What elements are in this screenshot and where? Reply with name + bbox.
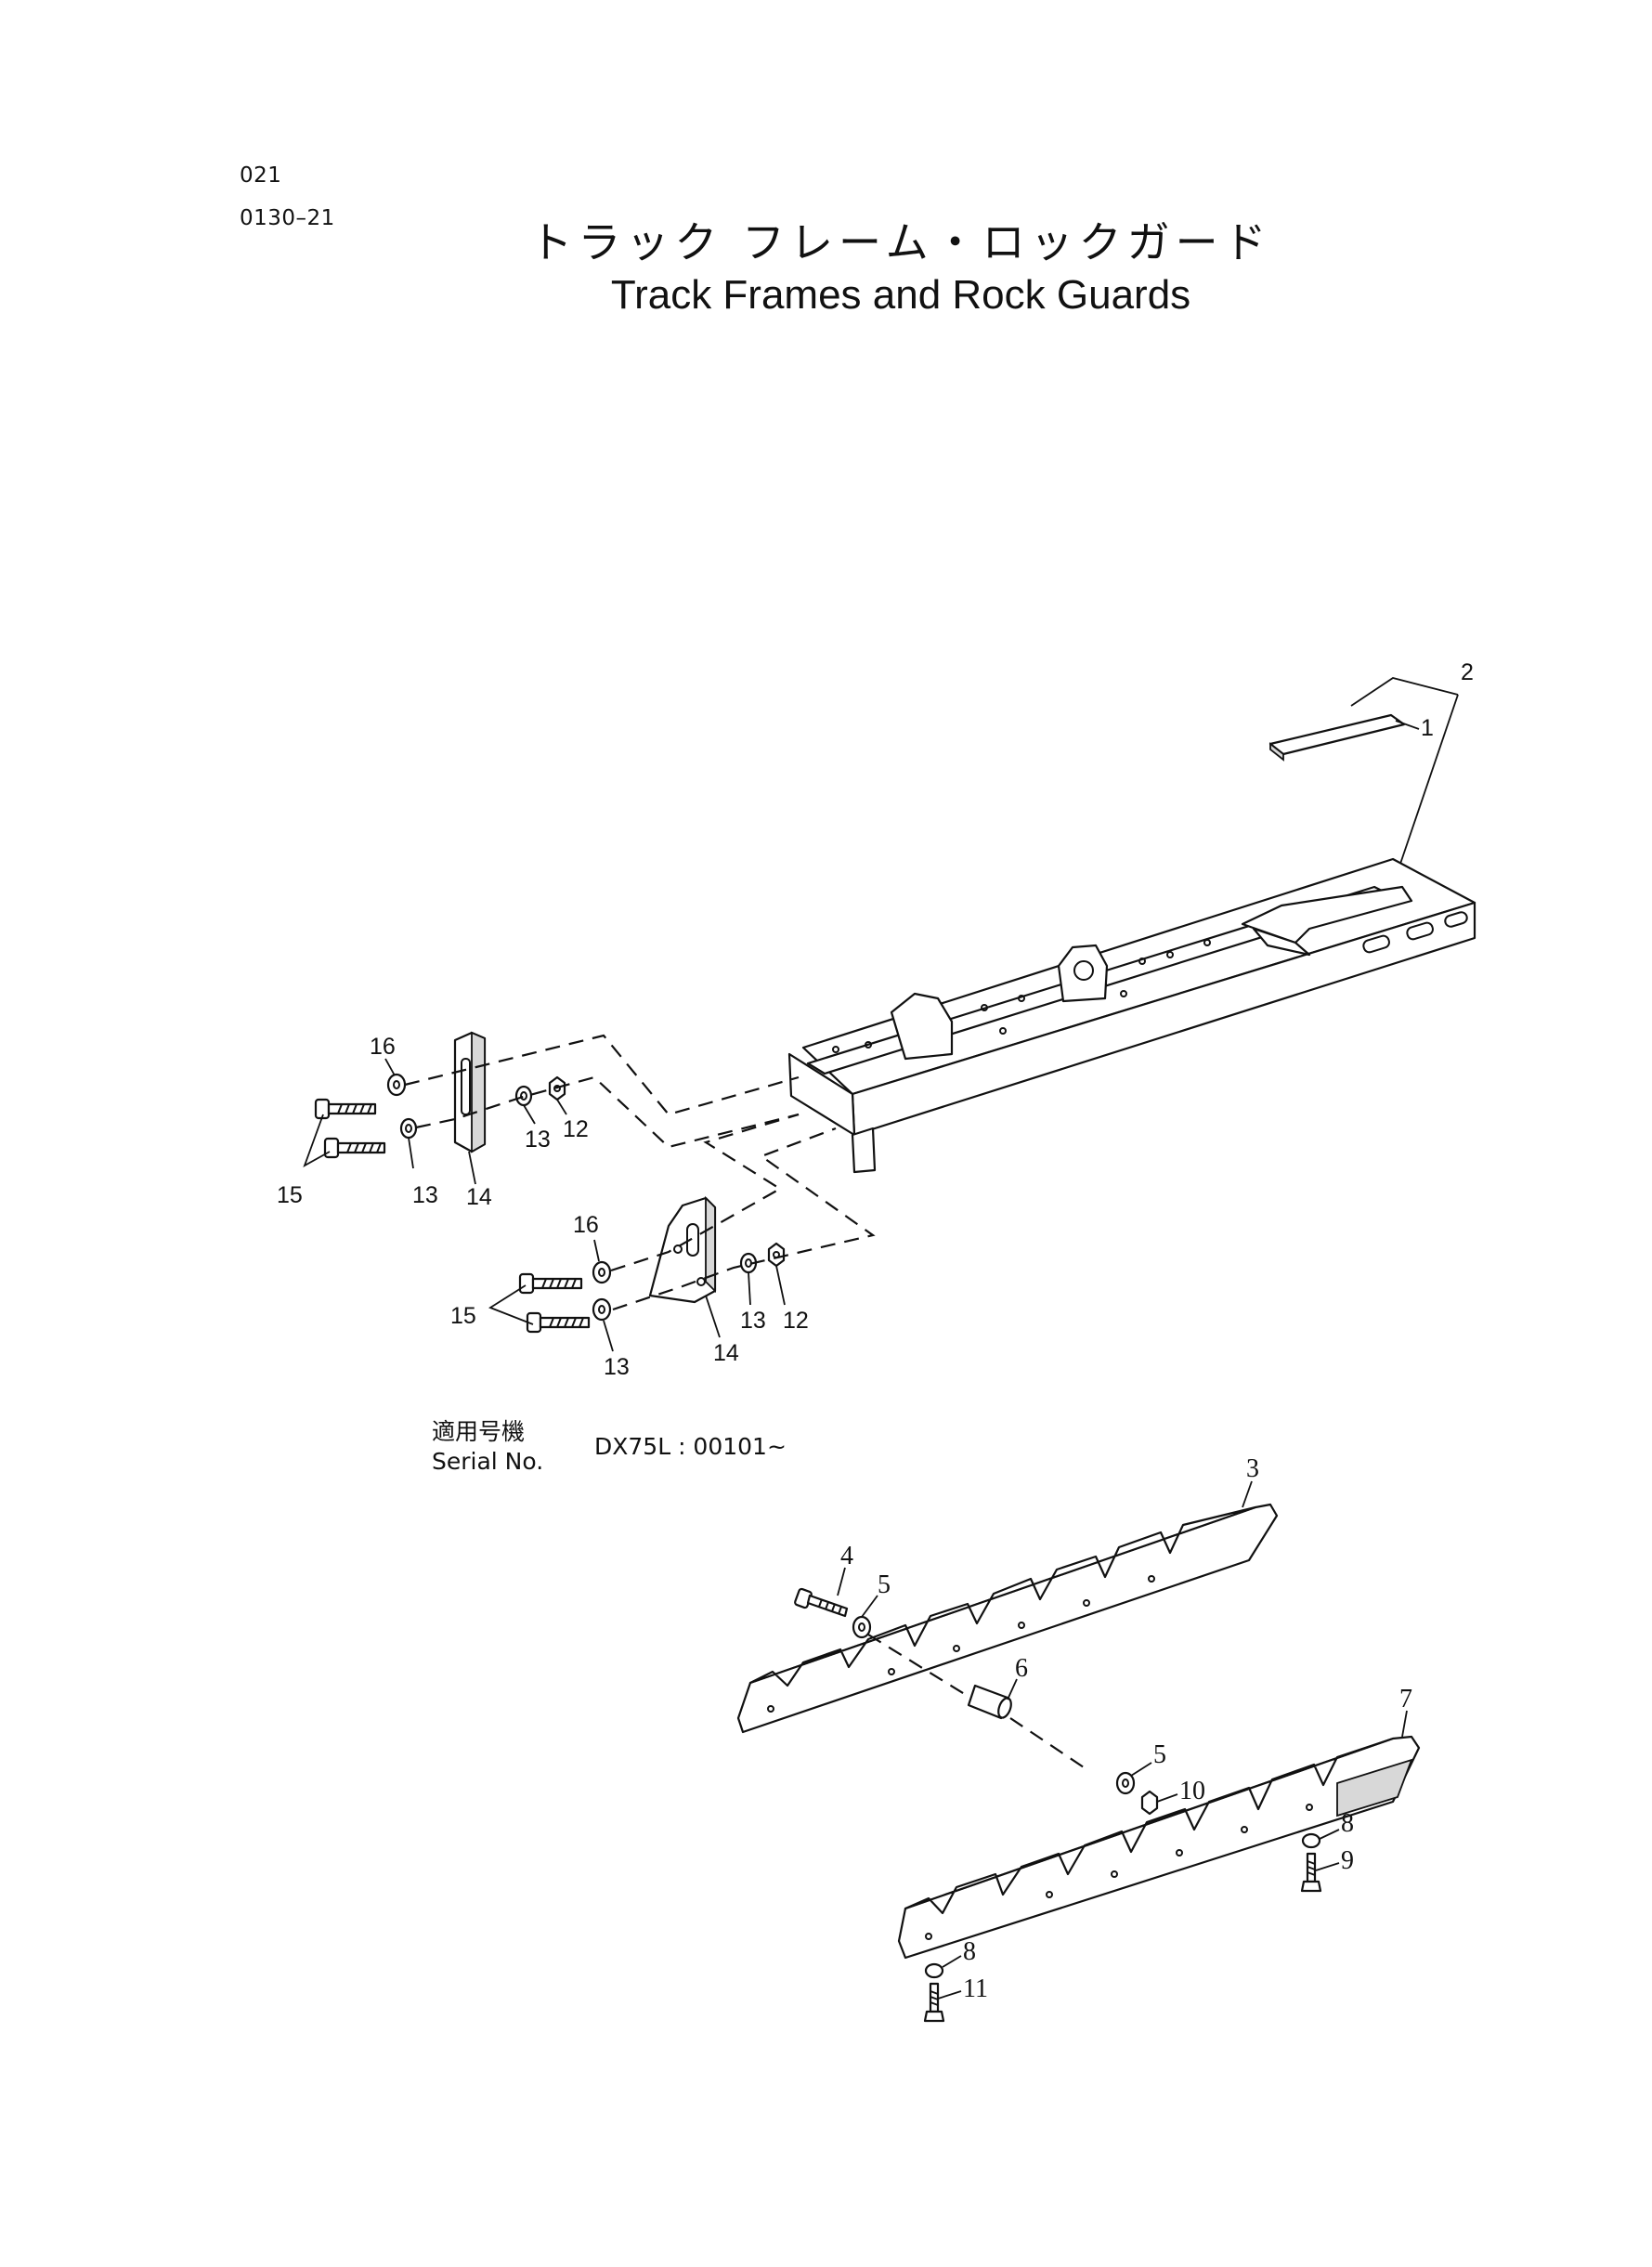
frame-slot-3 (1444, 911, 1468, 928)
callout-5-lower: 5 (1153, 1740, 1166, 1769)
track-frame-assembly (787, 677, 1476, 1174)
callout-8-right: 8 (1341, 1809, 1354, 1838)
callout-11: 11 (963, 1974, 988, 2003)
part-14-slot-upper (461, 1058, 471, 1115)
part-13-washer-upper-b (514, 1085, 533, 1107)
part-11-bolt (923, 1982, 945, 2023)
part-1-plate (1268, 713, 1406, 756)
part-8-washer-right (1301, 1832, 1321, 1849)
callout-16-upper: 16 (370, 1034, 396, 1060)
frame-slot-1 (1362, 934, 1390, 954)
callout-16-lower: 16 (573, 1212, 599, 1238)
part-14-slot-lower (686, 1223, 699, 1257)
part-13-washer-lower-a (592, 1297, 612, 1322)
page-title-jp: トラック フレーム・ロックガード (529, 217, 1272, 267)
frame-front-lower (851, 1127, 877, 1174)
callout-4: 4 (840, 1542, 853, 1570)
frame-top-holes (832, 939, 1211, 1053)
assembly-line-rock-guard-b (1009, 1717, 1087, 1770)
callout-2: 2 (1461, 659, 1474, 685)
callout-10: 10 (1179, 1777, 1205, 1805)
part-15-bolt-lower-b (526, 1311, 591, 1334)
part-4-bolt (794, 1587, 849, 1618)
part-15-bolt-lower-a (518, 1272, 583, 1295)
part-5-washer-lower (1115, 1771, 1136, 1795)
page-title-en: Track Frames and Rock Guards (610, 272, 1191, 318)
assembly-line-rock-guard (867, 1634, 971, 1699)
part-15-bolt-upper-b (323, 1137, 386, 1159)
assembly-line-lower-b (612, 1127, 876, 1311)
frame-front-lug (890, 992, 954, 1061)
part-14-bracket-upper-side (471, 1031, 486, 1153)
callout-8-left: 8 (963, 1937, 976, 1966)
frame-center-lug-hole (1073, 960, 1094, 981)
serial-label-jp: 適用号機 (432, 1418, 526, 1445)
part-16-washer-upper (386, 1073, 407, 1097)
callout-13-lower-a: 13 (604, 1354, 630, 1380)
rock-guard-upper (736, 1480, 1279, 1770)
callout-7: 7 (1399, 1685, 1412, 1713)
callout-15-upper: 15 (277, 1182, 303, 1208)
part-7-rock-guard-top (904, 1737, 1395, 1915)
serial-label-en: Serial No. (432, 1448, 544, 1475)
callout-12-lower: 12 (783, 1308, 809, 1334)
part-9-bolt (1300, 1852, 1322, 1893)
callout-15-lower: 15 (450, 1303, 476, 1329)
callout-14-lower: 14 (713, 1340, 739, 1366)
callout-9: 9 (1341, 1846, 1354, 1875)
callout-13-lower-b: 13 (740, 1308, 766, 1334)
part-8-washer-left (924, 1962, 944, 1979)
callout-13-upper-b: 13 (525, 1127, 551, 1153)
frame-center-lug (1057, 944, 1109, 1003)
callout-5-upper: 5 (878, 1570, 891, 1599)
callout-3: 3 (1246, 1454, 1259, 1483)
assembly-line-upper-a (404, 1034, 800, 1116)
part-5-washer-upper (852, 1615, 872, 1639)
serial-label: 適用号機 Serial No. (432, 1417, 543, 1477)
callout-14-upper: 14 (466, 1184, 492, 1210)
part-16-washer-lower (592, 1260, 612, 1284)
part-12-nut-lower (767, 1242, 786, 1268)
callouts: 2 1 16 15 13 14 13 12 16 15 13 14 13 12 … (277, 659, 1474, 2003)
rock-guard-lower (897, 1710, 1421, 2023)
serial-value: DX75L : 00101~ (594, 1433, 787, 1460)
callout-13-upper-a: 13 (412, 1182, 438, 1208)
frame-rear-ramp (1252, 927, 1311, 957)
part-13-washer-upper-a (399, 1117, 418, 1140)
part-10-nut (1140, 1790, 1159, 1816)
part-1-plate-edge (1269, 742, 1284, 762)
assembly-line-upper-b (415, 1075, 800, 1149)
callout-1: 1 (1421, 715, 1434, 741)
part-6-pin (967, 1684, 1012, 1720)
callout-6: 6 (1015, 1654, 1028, 1683)
part-7-end-panel (1336, 1758, 1413, 1818)
part-14-bracket-lower-side (705, 1195, 716, 1294)
guard-bracket-upper (303, 1031, 800, 1185)
part-15-bolt-upper-a (314, 1098, 377, 1120)
page-code-bottom: 0130–21 (240, 206, 335, 230)
part-3-rock-guard (736, 1503, 1279, 1734)
part-7-holes (925, 1804, 1313, 1940)
part-3-holes (767, 1575, 1155, 1713)
part-3-rock-guard-top (748, 1505, 1257, 1687)
page-code-top: 021 (240, 163, 282, 188)
guard-bracket-lower (488, 1113, 876, 1352)
part-2-bracket-line (1350, 677, 1459, 707)
title-block: トラック フレーム・ロックガード Track Frames and Rock G… (446, 215, 1356, 321)
frame-slot-2 (1406, 921, 1434, 941)
part-1-leader (1395, 720, 1420, 730)
part-2-leader (1399, 694, 1459, 865)
callout-12-upper: 12 (563, 1116, 589, 1142)
